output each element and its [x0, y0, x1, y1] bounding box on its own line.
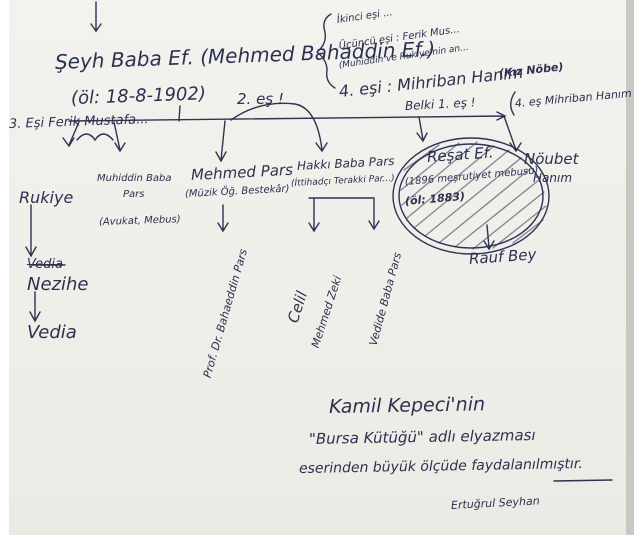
fourth-wife-arrow — [503, 115, 522, 153]
second-wife-curve — [230, 102, 328, 153]
root-tick — [178, 105, 181, 122]
resat-circle — [392, 137, 550, 255]
top-arrow — [90, 1, 102, 33]
rukiye-arrow — [62, 121, 80, 148]
child-muhiddin-line2: Pars — [123, 189, 145, 200]
fourth-wife-paren — [510, 91, 516, 116]
resat-arrow — [416, 116, 428, 143]
child-resat: Reşat Ef. — [426, 143, 495, 166]
root-death-date: (öl: 18-8-1902) — [70, 83, 207, 109]
maybe-first-wife-label: Belki 1. eş ! — [404, 95, 476, 113]
muhiddin-arrow — [113, 121, 126, 153]
rauf-arrow — [483, 224, 495, 251]
family-tree-lines — [25, 1, 613, 482]
rukiye-down-arrow — [25, 204, 37, 258]
grandchild-nezihe: Nezihe — [27, 274, 89, 295]
hakki-branch — [308, 197, 380, 233]
prof-arrow — [217, 204, 229, 233]
main-horizontal-line — [68, 111, 507, 122]
child-noubet: Nöubet — [524, 150, 579, 168]
child-rukiye: Rukiye — [19, 188, 74, 207]
footer-underline — [553, 479, 613, 482]
resat-circle-inner — [398, 143, 544, 249]
grandchild-vedia: Vedia — [27, 322, 77, 343]
first-wife-brace — [76, 133, 114, 142]
nezihe-down-arrow — [29, 291, 41, 323]
child-noubet-line2: Hanım — [533, 171, 573, 185]
second-wife-label: 2. eş ! — [237, 90, 284, 108]
resat-hatching — [400, 141, 547, 250]
handwritten-page: Şeyh Baba Ef. (Mehmed Bahaddin Ef.) (öl:… — [9, 0, 634, 535]
page-edge-strip — [626, 0, 634, 535]
notes-brace — [315, 13, 336, 89]
footer-line1: Kamil Kepeci'nin — [328, 393, 486, 418]
grandchild-vedia-crossed: Vedia — [27, 257, 63, 272]
mehmed-arrow — [215, 120, 227, 163]
child-muhiddin-line1: Muhiddin Baba — [97, 173, 172, 184]
footer-line2: "Bursa Kütüğü" adlı elyazması — [308, 426, 536, 448]
